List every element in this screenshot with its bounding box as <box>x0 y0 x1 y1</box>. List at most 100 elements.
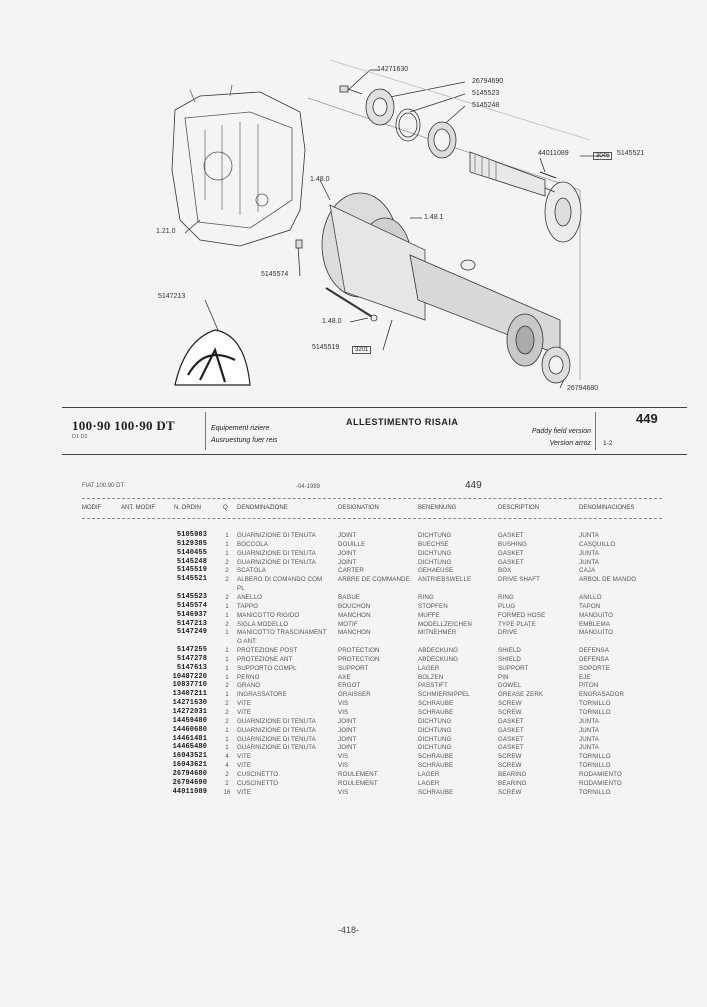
cell-num: 14272031 <box>172 708 207 716</box>
model-variants: D1 D2 <box>72 434 88 440</box>
cell-es: JUNTA <box>579 558 599 566</box>
cell-qty: 1 <box>225 744 229 752</box>
cell-es: ARBOL DE MANDO <box>579 576 637 584</box>
cell-en: RING <box>498 593 514 601</box>
cell-en: BOX <box>498 567 512 575</box>
cell-fr: ROULEMENT <box>338 770 378 778</box>
cell-num: 14459480 <box>172 716 207 725</box>
callout-1-48-0-b: 1.48.0 <box>322 318 342 325</box>
cell-qty: 2 <box>225 717 229 725</box>
cell-fr: JOINT <box>338 726 357 734</box>
cell-fr: AXE <box>338 673 351 681</box>
col-qty: Q <box>223 505 228 511</box>
callout-1-21-0: 1.21.0 <box>156 228 176 235</box>
cell-es: RODAMIENTO <box>579 770 622 778</box>
cell-num: 5145519 <box>176 566 207 575</box>
cell-fr: PROTECTION <box>338 647 380 655</box>
cell-fr: VIS <box>338 753 349 761</box>
cell-de: SCHRAUBE <box>418 700 454 708</box>
cell-de: MODELLZEICHEN <box>418 620 472 628</box>
cell-it: INGRASSATORE <box>237 691 287 699</box>
cell-fr: VIS <box>338 788 349 796</box>
cell-it: MANICOTTO TRASCINAMENT <box>237 629 327 637</box>
cell-es: EMBLEMA <box>579 620 610 628</box>
sheet-number: 1-2 <box>603 440 613 447</box>
cell-fr: BOUCHON <box>338 602 371 610</box>
cell-en: GASKET <box>498 726 524 734</box>
cell-es: DEFENSA <box>579 655 609 663</box>
cell-es: CASQUILLO <box>579 540 616 548</box>
cell-es: PITON <box>579 682 599 690</box>
cell-es: ENGRASADOR <box>579 691 625 699</box>
cell-es: CAJA <box>579 567 596 575</box>
table-row: O ANT <box>0 637 707 646</box>
cell-de: DICHTUNG <box>418 726 452 734</box>
cell-num: 5147255 <box>176 646 207 655</box>
divider <box>82 518 662 519</box>
exploded-view-diagram <box>171 59 610 389</box>
cell-de: RING <box>418 593 434 601</box>
cell-en: GASKET <box>498 717 524 725</box>
cell-de: ABDECKUNG <box>418 655 459 663</box>
cell-qty: 2 <box>225 700 229 708</box>
cell-it: GUARNIZIONE DI TENUTA <box>237 726 316 734</box>
cell-num: 10487220 <box>172 672 207 681</box>
cell-qty: 1 <box>225 735 229 743</box>
cell-num: 5145521 <box>176 575 207 584</box>
cell-en: PLUG <box>498 602 516 610</box>
cell-fr: JOINT <box>338 735 357 743</box>
cell-fr: VIS <box>338 709 349 716</box>
cell-de: LAGER <box>418 779 440 787</box>
cell-en: BUSHING <box>498 540 527 548</box>
cell-es: MANGUITO <box>579 611 614 619</box>
cell-qty: 2 <box>225 593 229 601</box>
callout-5145574: 5145574 <box>261 271 289 278</box>
cell-fr: JOINT <box>338 744 357 752</box>
cell-num: 14460680 <box>172 725 207 734</box>
cell-de: DICHTUNG <box>418 558 452 566</box>
cell-qty: 2 <box>225 558 229 566</box>
cell-en: SUPPORT <box>498 664 529 672</box>
cell-num: 16043521 <box>172 752 207 761</box>
divider <box>205 412 206 450</box>
cell-qty: 2 <box>225 620 229 628</box>
list-model: FIAT 100.90 DT <box>82 483 125 489</box>
callout-5147213: 5147213 <box>158 293 186 300</box>
cell-es: ANILLO <box>579 593 602 601</box>
cell-it: VITE <box>237 753 252 761</box>
ring-5145523 <box>395 108 421 142</box>
page-number: -418- <box>338 925 360 935</box>
cell-num: 16043621 <box>172 761 207 770</box>
cell-num: 44011089 <box>172 787 207 796</box>
cell-num: 5145523 <box>176 592 207 601</box>
cell-num: 5129385 <box>176 539 207 548</box>
cell-fr: VIS <box>338 700 349 708</box>
cell-num: 5146937 <box>176 610 207 619</box>
cell-qty: 1 <box>225 664 229 672</box>
gearbox-housing <box>171 91 306 247</box>
cell-de: DICHTUNG <box>418 744 452 752</box>
cell-num: 14461481 <box>172 734 207 743</box>
cell-qty: 1 <box>225 647 229 655</box>
cell-de: SCHRAUBE <box>418 753 454 761</box>
callout-1-48-1: 1.48.1 <box>424 214 444 221</box>
cell-qty: 4 <box>225 753 229 761</box>
emblem-5147213 <box>174 329 251 386</box>
cell-it: GRANO <box>237 682 261 690</box>
cell-qty: 2 <box>225 567 229 575</box>
cell-es: JUNTA <box>579 744 599 752</box>
main-title: ALLESTIMENTO RISAIA <box>346 417 459 427</box>
cell-num: 5105903 <box>176 531 207 539</box>
cell-qty: 1 <box>225 602 229 610</box>
cell-es: JUNTA <box>579 532 599 539</box>
